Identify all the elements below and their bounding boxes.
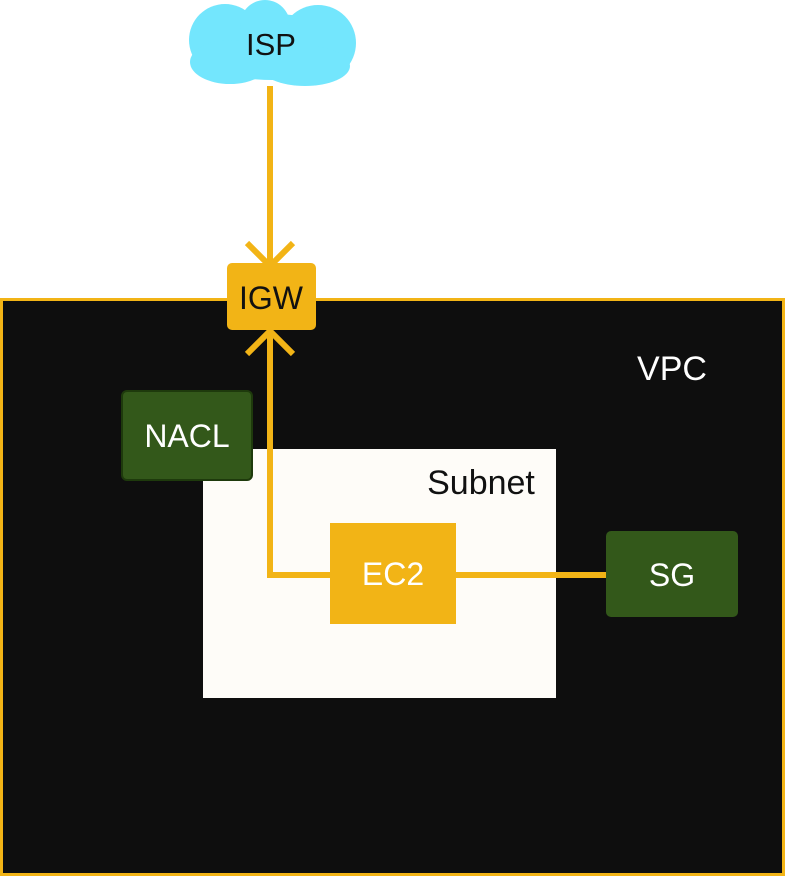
igw-ec2-link [267,333,330,578]
ec2-box [330,523,456,624]
vpc-label: VPC [637,350,707,388]
subnet-label: Subnet [427,464,535,502]
arrowhead-up-icon [244,326,296,357]
ec2-label: EC2 [362,556,424,592]
igw-box [227,263,316,330]
isp-label: ISP [246,27,296,62]
isp-cloud-icon [189,0,356,86]
igw-label: IGW [239,280,304,316]
sg-label: SG [649,557,695,593]
nacl-box [121,390,253,481]
nacl-label: NACL [144,418,229,454]
links [267,86,607,578]
sg-box [606,531,738,617]
